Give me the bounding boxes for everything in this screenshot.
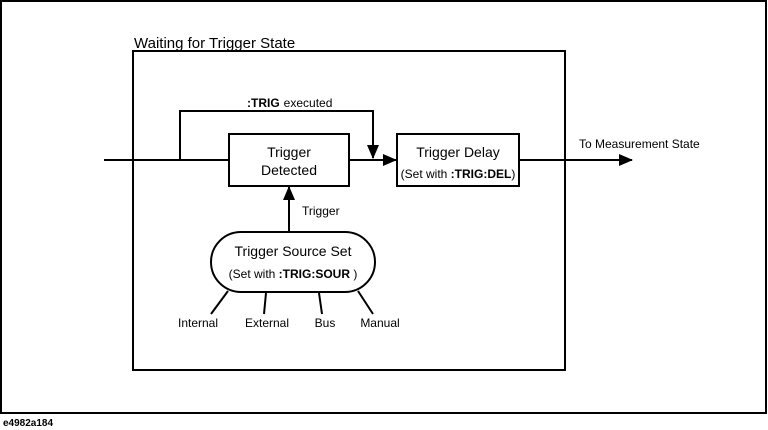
source-label-external: External [245,316,289,330]
trig-executed-text: executed [284,96,333,110]
trigger-source-command: :TRIG:SOUR [279,267,351,281]
trigger-source-set-with: (Set with :TRIG:SOUR ) [229,267,358,281]
trigger-detected-box [228,133,350,187]
trigger-detected-line1: Trigger [267,144,311,160]
trig-bypass-path [179,110,379,160]
trigger-delay-title: Trigger Delay [416,144,500,160]
source-line-external [263,292,267,315]
trigger-delay-set-with: (Set with :TRIG:DEL) [401,167,516,181]
source-label-bus: Bus [315,316,336,330]
outer-frame [0,0,767,414]
waiting-state-box [132,50,566,371]
trigger-source-set-suffix: ) [350,267,357,281]
trig-executed-label: :TRIG executed [247,96,332,110]
trigger-arrow-label: Trigger [302,204,340,218]
trigger-source-title: Trigger Source Set [235,243,352,259]
trig-command: :TRIG [247,96,280,110]
waiting-state-title: Waiting for Trigger State [134,35,295,52]
source-line-bus [318,292,323,315]
to-measurement-label: To Measurement State [579,137,700,151]
source-label-manual: Manual [360,316,399,330]
trigger-source-box [210,231,376,293]
trigger-detected-line2: Detected [261,162,317,178]
figure-id: e4982a184 [3,418,53,429]
trigger-delay-set-prefix: (Set with [401,167,451,181]
source-line-internal [210,290,229,315]
trigger-delay-command: :TRIG:DEL [451,167,512,181]
source-label-internal: Internal [178,316,218,330]
source-line-manual [357,290,374,315]
trigger-source-set-prefix: (Set with [229,267,279,281]
trigger-delay-set-suffix: ) [511,167,515,181]
trigger-delay-box [396,133,520,187]
